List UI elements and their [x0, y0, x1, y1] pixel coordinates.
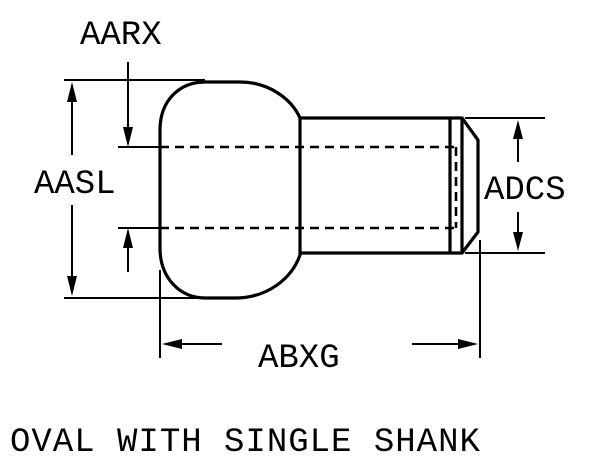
hidden-bore-lines	[160, 145, 458, 230]
oval-head	[158, 80, 302, 300]
aasl-arrowhead-bottom	[67, 276, 77, 296]
adcs-arrowhead-bottom	[513, 232, 523, 251]
aasl-label: AASL	[34, 166, 116, 204]
figure-caption: OVAL WITH SINGLE SHANK	[10, 424, 481, 462]
aasl-arrowhead-top	[67, 82, 77, 102]
adcs-dimension: ADCS	[465, 117, 566, 254]
aarx-label: AARX	[80, 17, 162, 55]
chamfer-tip	[448, 116, 480, 255]
adcs-label: ADCS	[484, 172, 566, 210]
aarx-arrowhead-top	[123, 127, 133, 147]
aarx-arrowhead-bottom	[123, 228, 133, 248]
adcs-arrowhead-top	[513, 120, 523, 139]
abxg-label: ABXG	[258, 340, 340, 378]
part-outline	[158, 80, 480, 300]
aarx-dimension: AARX	[80, 17, 162, 272]
shank-body	[298, 116, 452, 255]
aasl-dimension: AASL	[34, 79, 205, 299]
abxg-arrowhead-right	[458, 339, 478, 349]
abxg-dimension: ABXG	[159, 240, 481, 378]
abxg-arrowhead-left	[162, 339, 182, 349]
